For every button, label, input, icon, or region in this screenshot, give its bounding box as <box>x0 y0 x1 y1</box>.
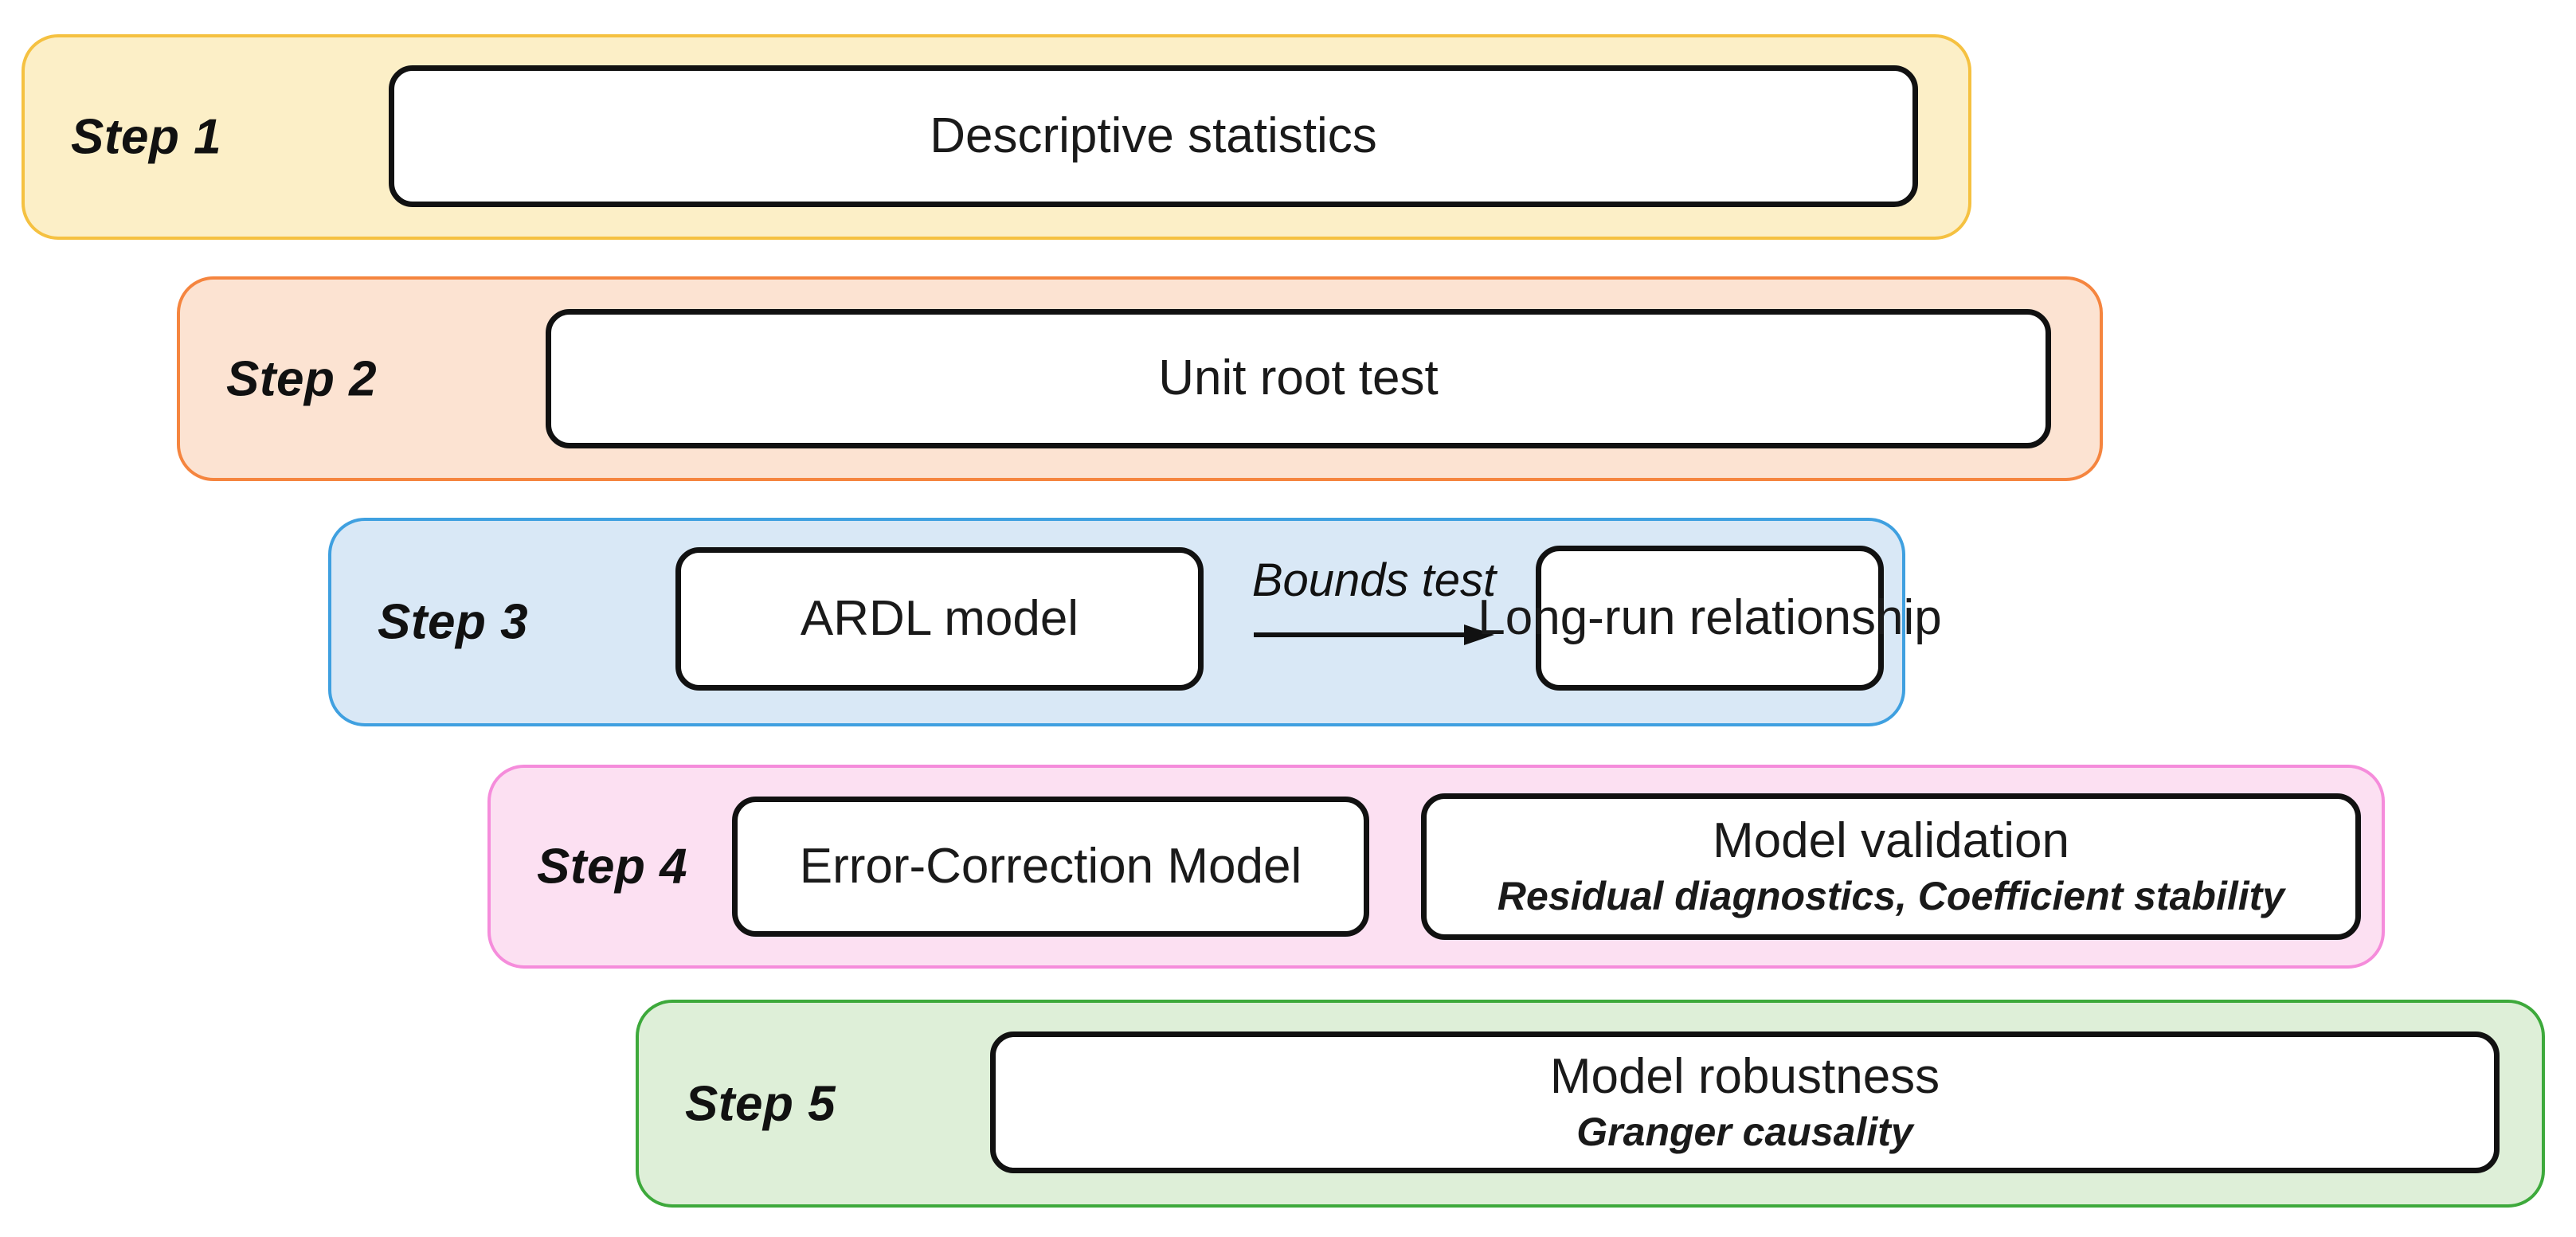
box-title: Error-Correction Model <box>799 838 1302 894</box>
step-3-box-ardl-model[interactable]: ARDL model <box>675 547 1204 691</box>
connector-label: Bounds test <box>1251 554 1497 606</box>
box-title: Model validation <box>1712 813 2070 869</box>
box-title: Long-run relationship <box>1478 589 1942 645</box>
box-subtitle: Granger causality <box>1576 1109 1913 1154</box>
step-label-5: Step 5 <box>685 1076 836 1131</box>
step-label-1: Step 1 <box>71 109 222 165</box>
step-5-box-model-robustness[interactable]: Model robustness Granger causality <box>990 1031 2500 1173</box>
step-2-box-unit-root-test[interactable]: Unit root test <box>546 309 2051 448</box>
step-4-box-error-correction-model[interactable]: Error-Correction Model <box>732 797 1369 937</box>
box-title: Descriptive statistics <box>930 108 1377 163</box>
step-4-box-model-validation[interactable]: Model validation Residual diagnostics, C… <box>1421 793 2361 940</box>
step-label-4: Step 4 <box>537 839 688 894</box>
box-title: Unit root test <box>1158 350 1439 406</box>
right-arrow-icon <box>1254 624 1494 645</box>
box-title: ARDL model <box>800 590 1079 646</box>
step-label-3: Step 3 <box>378 594 529 650</box>
box-title: Model robustness <box>1549 1049 1940 1105</box>
step-3-box-long-run-relationship[interactable]: Long-run relationship <box>1478 546 1942 691</box>
box-subtitle: Residual diagnostics, Coefficient stabil… <box>1497 873 2285 918</box>
step-1-box-descriptive-statistics[interactable]: Descriptive statistics <box>389 65 1918 207</box>
step-label-2: Step 2 <box>226 351 378 406</box>
bounds-test-connector: Bounds test <box>1227 558 1521 648</box>
